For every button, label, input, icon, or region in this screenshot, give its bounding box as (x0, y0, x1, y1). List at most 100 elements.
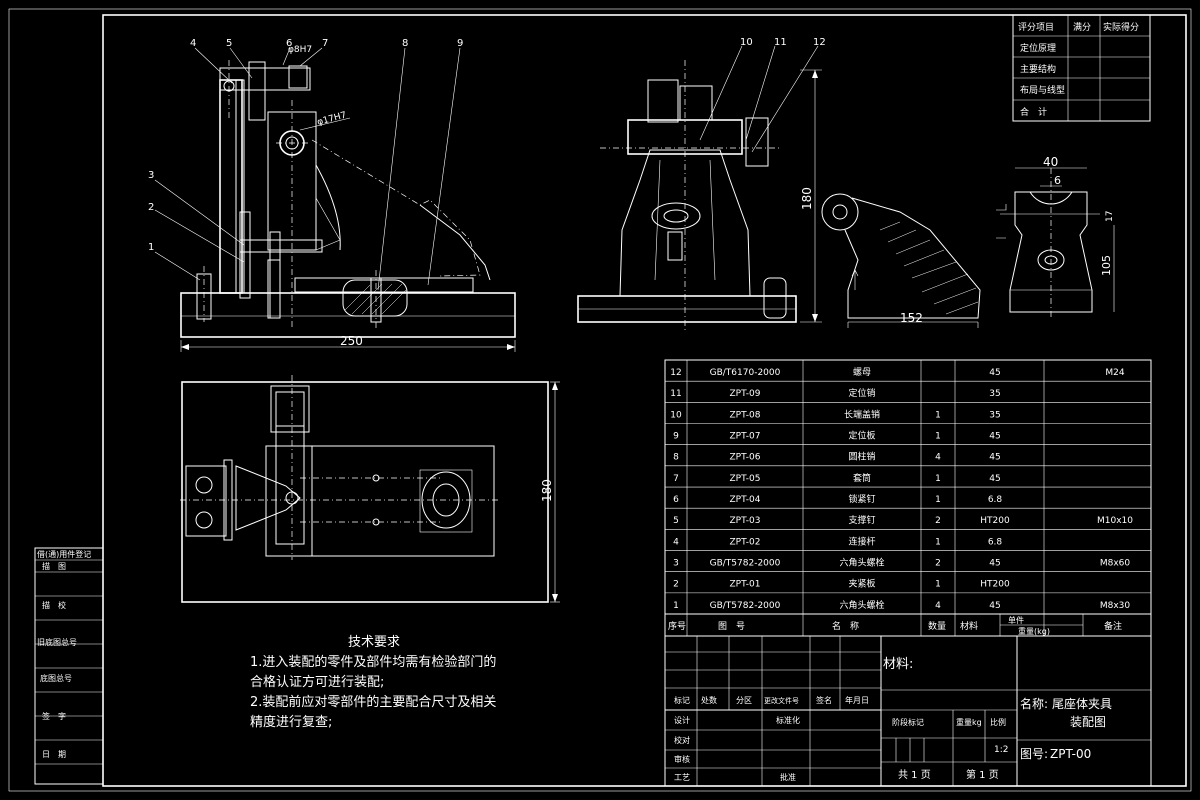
balloon-3: 3 (148, 170, 154, 181)
inner-frame (102, 14, 1187, 787)
bom-cell-note: M8x30 (1100, 601, 1131, 611)
bom-cell-note: M8x60 (1100, 559, 1131, 569)
bom-cell-code: ZPT-09 (730, 389, 761, 399)
strip-label-3: 旧底图总号 (37, 637, 77, 647)
tb-count: 处数 (701, 695, 717, 705)
bom-cell-name: 连接杆 (848, 535, 875, 547)
bom-cell-seq: 7 (673, 474, 679, 484)
bom-cell-material: HT200 (980, 516, 1010, 526)
bom-cell-seq: 9 (673, 432, 679, 442)
bom-cell-material: 35 (989, 410, 1000, 420)
bom-cell-code: ZPT-02 (730, 537, 761, 547)
left-strip: 借(通)用件登记 描 图 描 校 旧底图总号 底图总号 签 字 日 期 (34, 547, 104, 785)
bom-cell-name: 锁紧钉 (848, 493, 875, 505)
bom-cell-seq: 3 (673, 559, 679, 569)
tb-scale: 1:2 (994, 745, 1008, 755)
bom-cell-qty: 1 (935, 474, 941, 484)
tb-process: 工艺 (674, 773, 690, 782)
balloon-8: 8 (402, 38, 408, 49)
bom-h-material: 材料 (960, 620, 978, 632)
bom-cell-qty: 1 (935, 410, 941, 420)
score-header-2: 实际得分 (1103, 21, 1139, 33)
strip-label-5: 签 字 (42, 711, 66, 721)
dim-detail-6: 6 (1054, 174, 1061, 187)
workpiece-view: 152 (821, 193, 981, 328)
tb-zone: 分区 (736, 696, 752, 705)
fit-8h7: φ8H7 (288, 45, 312, 55)
dim-plan-height: 180 (540, 479, 554, 502)
tb-review: 审核 (674, 754, 690, 764)
bom-cell-code: GB/T5782-2000 (710, 559, 781, 569)
score-header-0: 评分项目 (1018, 22, 1054, 33)
bom-h-unit: 单件 (1008, 615, 1024, 625)
bom-cell-code: ZPT-01 (730, 580, 761, 590)
dim-side-height: 180 (800, 187, 814, 210)
score-row-3: 合 计 (1020, 106, 1047, 118)
strip-label-4: 底图总号 (40, 673, 72, 683)
tech-req-line-2: 2.装配前应对零部件的主要配合尺寸及相关 (250, 694, 496, 710)
bom-cell-material: 6.8 (988, 537, 1003, 547)
bom-cell-name: 夹紧板 (848, 578, 875, 590)
bom-cell-code: ZPT-06 (730, 453, 761, 463)
bom-cell-name: 支撑钉 (848, 514, 875, 526)
bom-cell-qty: 1 (935, 495, 941, 505)
bom-cell-material: 45 (989, 559, 1000, 569)
bom-cell-code: ZPT-05 (730, 474, 761, 484)
bom-cell-note: M24 (1105, 368, 1124, 378)
bom-cell-code: ZPT-03 (730, 516, 761, 526)
balloon-11: 11 (774, 37, 787, 48)
tb-standard: 标准化 (776, 715, 800, 725)
bom-cell-qty: 4 (935, 601, 941, 611)
tb-name-label: 名称: (1020, 696, 1048, 711)
bom-cell-material: 45 (989, 368, 1000, 378)
balloon-7: 7 (322, 38, 328, 49)
strip-label-1: 描 图 (42, 561, 66, 571)
tb-sheet-no: 第 1 页 (966, 768, 999, 781)
tb-sign: 签名 (816, 695, 832, 705)
bom-cell-seq: 5 (673, 516, 679, 526)
bom-h-code: 图 号 (718, 621, 745, 632)
tech-req-line-0: 1.进入装配的零件及部件均需有检验部门的 (250, 654, 496, 670)
dim-part-width: 152 (900, 311, 923, 325)
bom-cell-seq: 2 (673, 580, 679, 590)
dim-detail-width: 40 (1043, 155, 1058, 169)
side-view: 180 (577, 45, 822, 330)
bom-cell-seq: 11 (670, 389, 681, 399)
bom-cell-material: 45 (989, 453, 1000, 463)
balloon-6: 6 (286, 38, 292, 49)
bom-cell-name: 定位销 (848, 387, 875, 399)
tb-change-doc: 更改文件号 (764, 696, 799, 705)
bom-cell-material: 6.8 (988, 495, 1003, 505)
tb-stage-mark: 阶段标记 (892, 717, 924, 727)
dim-detail-17: 17 (1105, 211, 1115, 222)
bom-h-weight: 重量(kg) (1018, 626, 1050, 636)
bom-cell-seq: 8 (673, 453, 679, 463)
balloon-2: 2 (148, 202, 154, 213)
score-row-1: 主要结构 (1020, 63, 1056, 75)
score-table: 评分项目 满分 实际得分 定位原理 主要结构 布局与线型 合 计 (1012, 14, 1151, 122)
tb-weight: 重量kg (956, 717, 982, 727)
tech-req-line-3: 精度进行复查; (250, 714, 332, 730)
bom-cell-material: 45 (989, 432, 1000, 442)
bom-h-name: 名 称 (832, 620, 859, 632)
tb-ratio: 比例 (990, 717, 1006, 727)
bom-cell-qty: 1 (935, 580, 941, 590)
tb-date: 年月日 (845, 695, 869, 705)
score-header-1: 满分 (1073, 22, 1091, 33)
strip-label-0: 借(通)用件登记 (37, 549, 91, 559)
balloon-12: 12 (813, 37, 826, 48)
bom-cell-qty: 1 (935, 537, 941, 547)
bom-cell-material: 45 (989, 474, 1000, 484)
bom-cell-qty: 2 (935, 559, 941, 569)
balloon-10: 10 (740, 37, 753, 48)
bom-cell-code: ZPT-08 (730, 410, 761, 420)
bom-cell-name: 六角头螺栓 (839, 599, 884, 611)
balloon-1: 1 (148, 242, 154, 253)
bom-cell-code: ZPT-07 (730, 432, 761, 442)
fit-17h7: φ17H7 (316, 111, 347, 128)
tb-mark: 标记 (674, 695, 690, 705)
bom-cell-seq: 10 (670, 410, 682, 420)
tb-drawing-no-label: 图号: (1020, 747, 1048, 761)
bom-h-qty: 数量 (928, 620, 946, 632)
